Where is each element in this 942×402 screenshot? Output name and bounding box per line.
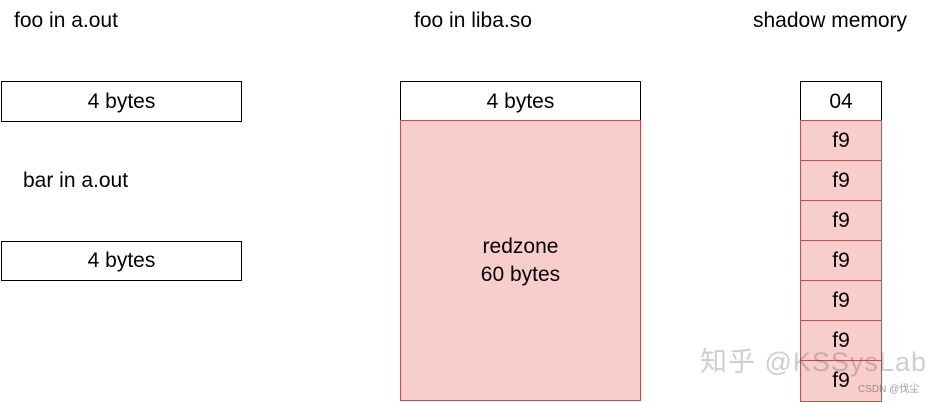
redzone-label: redzone: [482, 234, 559, 258]
bar-aout-box: 4 bytes: [1, 241, 242, 281]
credit-watermark: CSDN @伐尘: [858, 384, 920, 395]
shadow-cell: f9: [800, 120, 882, 161]
bar-aout-label: bar in a.out: [23, 169, 129, 192]
redzone-size: 60 bytes: [480, 262, 561, 286]
foo-libaso-box: 4 bytes: [400, 81, 641, 122]
shadow-memory-title: shadow memory: [753, 9, 908, 32]
foo-aout-box: 4 bytes: [1, 81, 242, 122]
shadow-cell: f9: [800, 240, 882, 281]
shadow-cell: f9: [800, 320, 882, 361]
foo-libaso-label: foo in liba.so: [414, 9, 532, 32]
shadow-cell: f9: [800, 280, 882, 321]
shadow-cell: f9: [800, 200, 882, 241]
shadow-cell: 04: [800, 81, 882, 122]
watermark: 知乎 @KSSysLab: [700, 347, 927, 377]
shadow-cell: f9: [800, 160, 882, 201]
foo-aout-label: foo in a.out: [14, 9, 118, 32]
redzone-block: redzone 60 bytes: [400, 120, 641, 401]
